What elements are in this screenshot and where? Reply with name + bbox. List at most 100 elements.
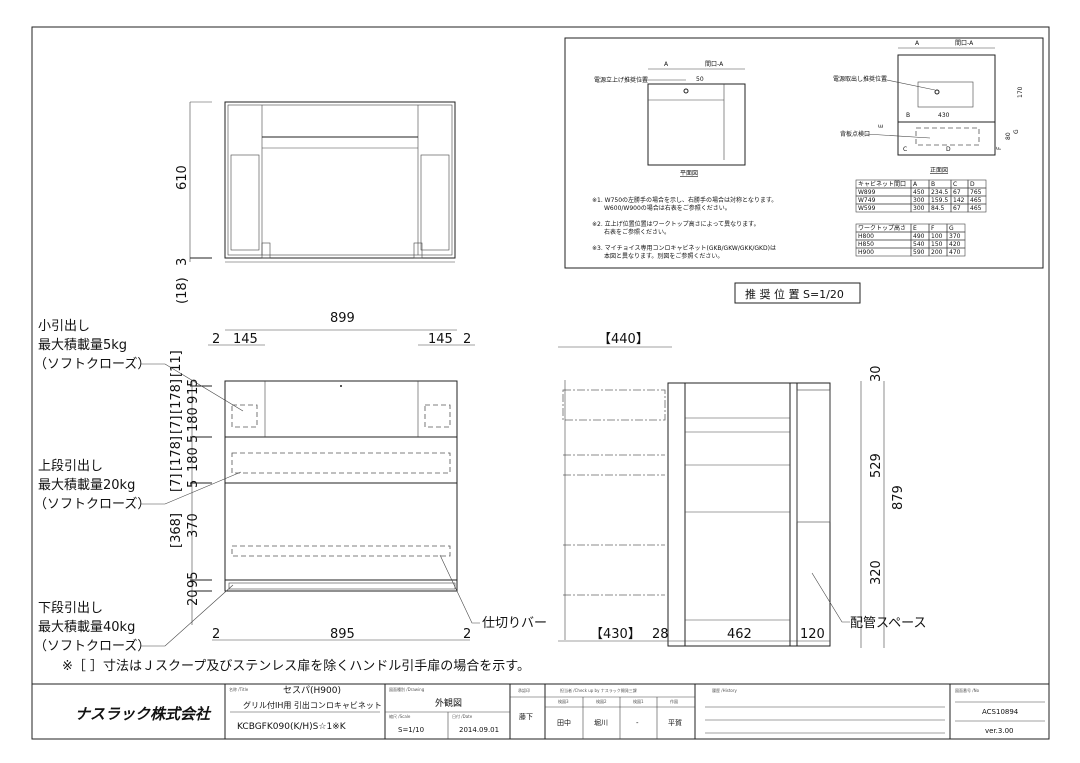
dim-145-left: 145 [233, 332, 258, 347]
letter-d: D [946, 146, 951, 153]
dim-899: 899 [330, 311, 355, 326]
vertical-dim: 180 [186, 447, 201, 472]
table-cell-text: 67 [953, 205, 961, 212]
table-cell-text: W599 [858, 205, 876, 212]
dim-895: 895 [330, 627, 355, 642]
bracket-dim: [178] [169, 436, 184, 471]
letter-f: F [996, 146, 1003, 150]
table-cell-text: 100 [931, 233, 943, 240]
note-2b: 右表をご参照ください。 [604, 228, 670, 236]
table-cell-text: 465 [970, 205, 982, 212]
table-header: C [953, 181, 957, 188]
bracket-dimension-note: ※［ ］寸法はＪスクープ及びステンレス扉を除くハンドル引手扉の場合を示す。 [62, 658, 530, 674]
dim-610: 610 [175, 165, 190, 190]
dim-50: 50 [696, 76, 704, 83]
model-number: KCBGFK090(K/H)S☆1※K [237, 722, 347, 732]
recommended-label-box [734, 282, 861, 304]
dim-3: 3 [175, 258, 190, 266]
letter-c: C [903, 146, 907, 153]
check-col-4: 作図 [670, 698, 678, 704]
drawing-number: ACS10894 [982, 708, 1019, 716]
product-name: セスパ(H900) [283, 685, 341, 696]
dim-170: 170 [1017, 86, 1024, 98]
callout-line3: （ソフトクローズ） [34, 496, 150, 512]
drawing-type: 外観図 [435, 697, 462, 709]
callout-line3: （ソフトクローズ） [34, 356, 150, 372]
table-cell-text: W899 [858, 189, 876, 196]
title-block: ナスラック株式会社 名称 /Title セスパ(H900) グリル付IH用 引出… [32, 683, 1049, 739]
callout-line2: 最大積載量20kg [38, 478, 135, 493]
table-header: キャビネット間口 [858, 180, 906, 188]
table-cell-text: H900 [858, 249, 874, 256]
dim-30: 30 [869, 365, 884, 382]
table-cell-text: 765 [970, 189, 982, 196]
dim-462: 462 [727, 627, 752, 642]
dim-145-right: 145 [428, 332, 453, 347]
divider-bar-label: 仕切りバー [482, 616, 547, 631]
history-label: 履歴 /History [712, 687, 737, 693]
table-header: F [931, 225, 935, 232]
dim-2-br: 2 [463, 627, 471, 642]
recommended-position-inset: A 間口-A 電源立上げ推奨位置 50 平面図 ※1. W750の左勝手の場合を… [564, 37, 1044, 269]
scale-label: 縮尺 /Scale [389, 713, 411, 719]
front-title: 正面図 [930, 167, 948, 174]
table-cell-text: 490 [913, 233, 925, 240]
table-cell-text: 142 [953, 197, 965, 204]
table-cell-text: 370 [949, 233, 961, 240]
inset-front-view: A 間口-A 電源取出し推奨位置 背板点検口 430 B C D E F G 1… [833, 40, 1024, 174]
plan-view: 610 3 (18) [175, 101, 456, 304]
checker-3: - [636, 719, 639, 727]
dim-28: 28 [652, 627, 669, 642]
drawing-label: 図面種別 /Drawing [389, 686, 425, 692]
sheet-border [31, 26, 1050, 740]
table-cell [967, 203, 987, 213]
letter-g: G [1013, 129, 1020, 134]
product-desc: グリル付IH用 引出コンロキャビネット [243, 700, 382, 710]
back-callout: 背板点検口 [840, 130, 870, 138]
table-header: D [970, 181, 975, 188]
approver: 藤下 [519, 712, 533, 721]
letter-b: B [906, 112, 910, 119]
check-label: 担当者 /Check up by ナスラック開発三課 [560, 687, 637, 693]
inset-plan-view: A 間口-A 電源立上げ推奨位置 50 平面図 [594, 61, 746, 177]
callout-leader [140, 584, 234, 647]
table-cell-text: 300 [913, 205, 925, 212]
table-cell-text: 540 [913, 241, 925, 248]
dim-18: (18) [175, 277, 190, 304]
dim-879: 879 [891, 485, 906, 510]
vertical-dim: 20 [186, 589, 201, 606]
check-col-2: 検図2 [596, 698, 607, 704]
bracket-dim: [7] [169, 474, 184, 492]
callout-leader [140, 363, 244, 412]
note-1b: W600/W900の場合は右表をご参照ください。 [604, 204, 731, 212]
date-label: 日付 /Date [452, 713, 473, 719]
front-callout: 電源取出し推奨位置 [833, 75, 887, 83]
dim-529: 529 [869, 453, 884, 478]
dim-2-right: 2 [463, 332, 471, 347]
table-cell-text: 300 [913, 197, 925, 204]
table-cell-text: 150 [931, 241, 943, 248]
callout-line2: 最大積載量40kg [38, 620, 135, 635]
callout-line1: 下段引出し [38, 601, 103, 616]
table-cell-text: 84.5 [931, 205, 945, 212]
vertical-dim: 370 [186, 513, 201, 538]
name-label: 名称 /Title [229, 686, 249, 692]
vertical-dim: 5 [186, 435, 201, 443]
note-2: ※2. 立上げ位置位置はワークトップ高さによって異なります。 [592, 220, 760, 228]
dim-2-bl: 2 [212, 627, 220, 642]
front-view: 899 2 145 145 2 2 895 2 1591805180537095… [34, 311, 547, 654]
no-label: 図面番号 /No [955, 687, 980, 693]
dim-440: 【440】 [598, 332, 649, 347]
checker-4: 平賀 [668, 718, 682, 727]
table-cell-text: W749 [858, 197, 876, 204]
vertical-dim: 180 [186, 407, 201, 432]
dim-2-left: 2 [212, 332, 220, 347]
vertical-dim: 5 [186, 480, 201, 488]
table-cell [946, 247, 966, 257]
table-cell-text: H850 [858, 241, 874, 248]
checker-2: 堀川 [594, 718, 608, 727]
company-logo: ナスラック株式会社 [75, 705, 212, 723]
